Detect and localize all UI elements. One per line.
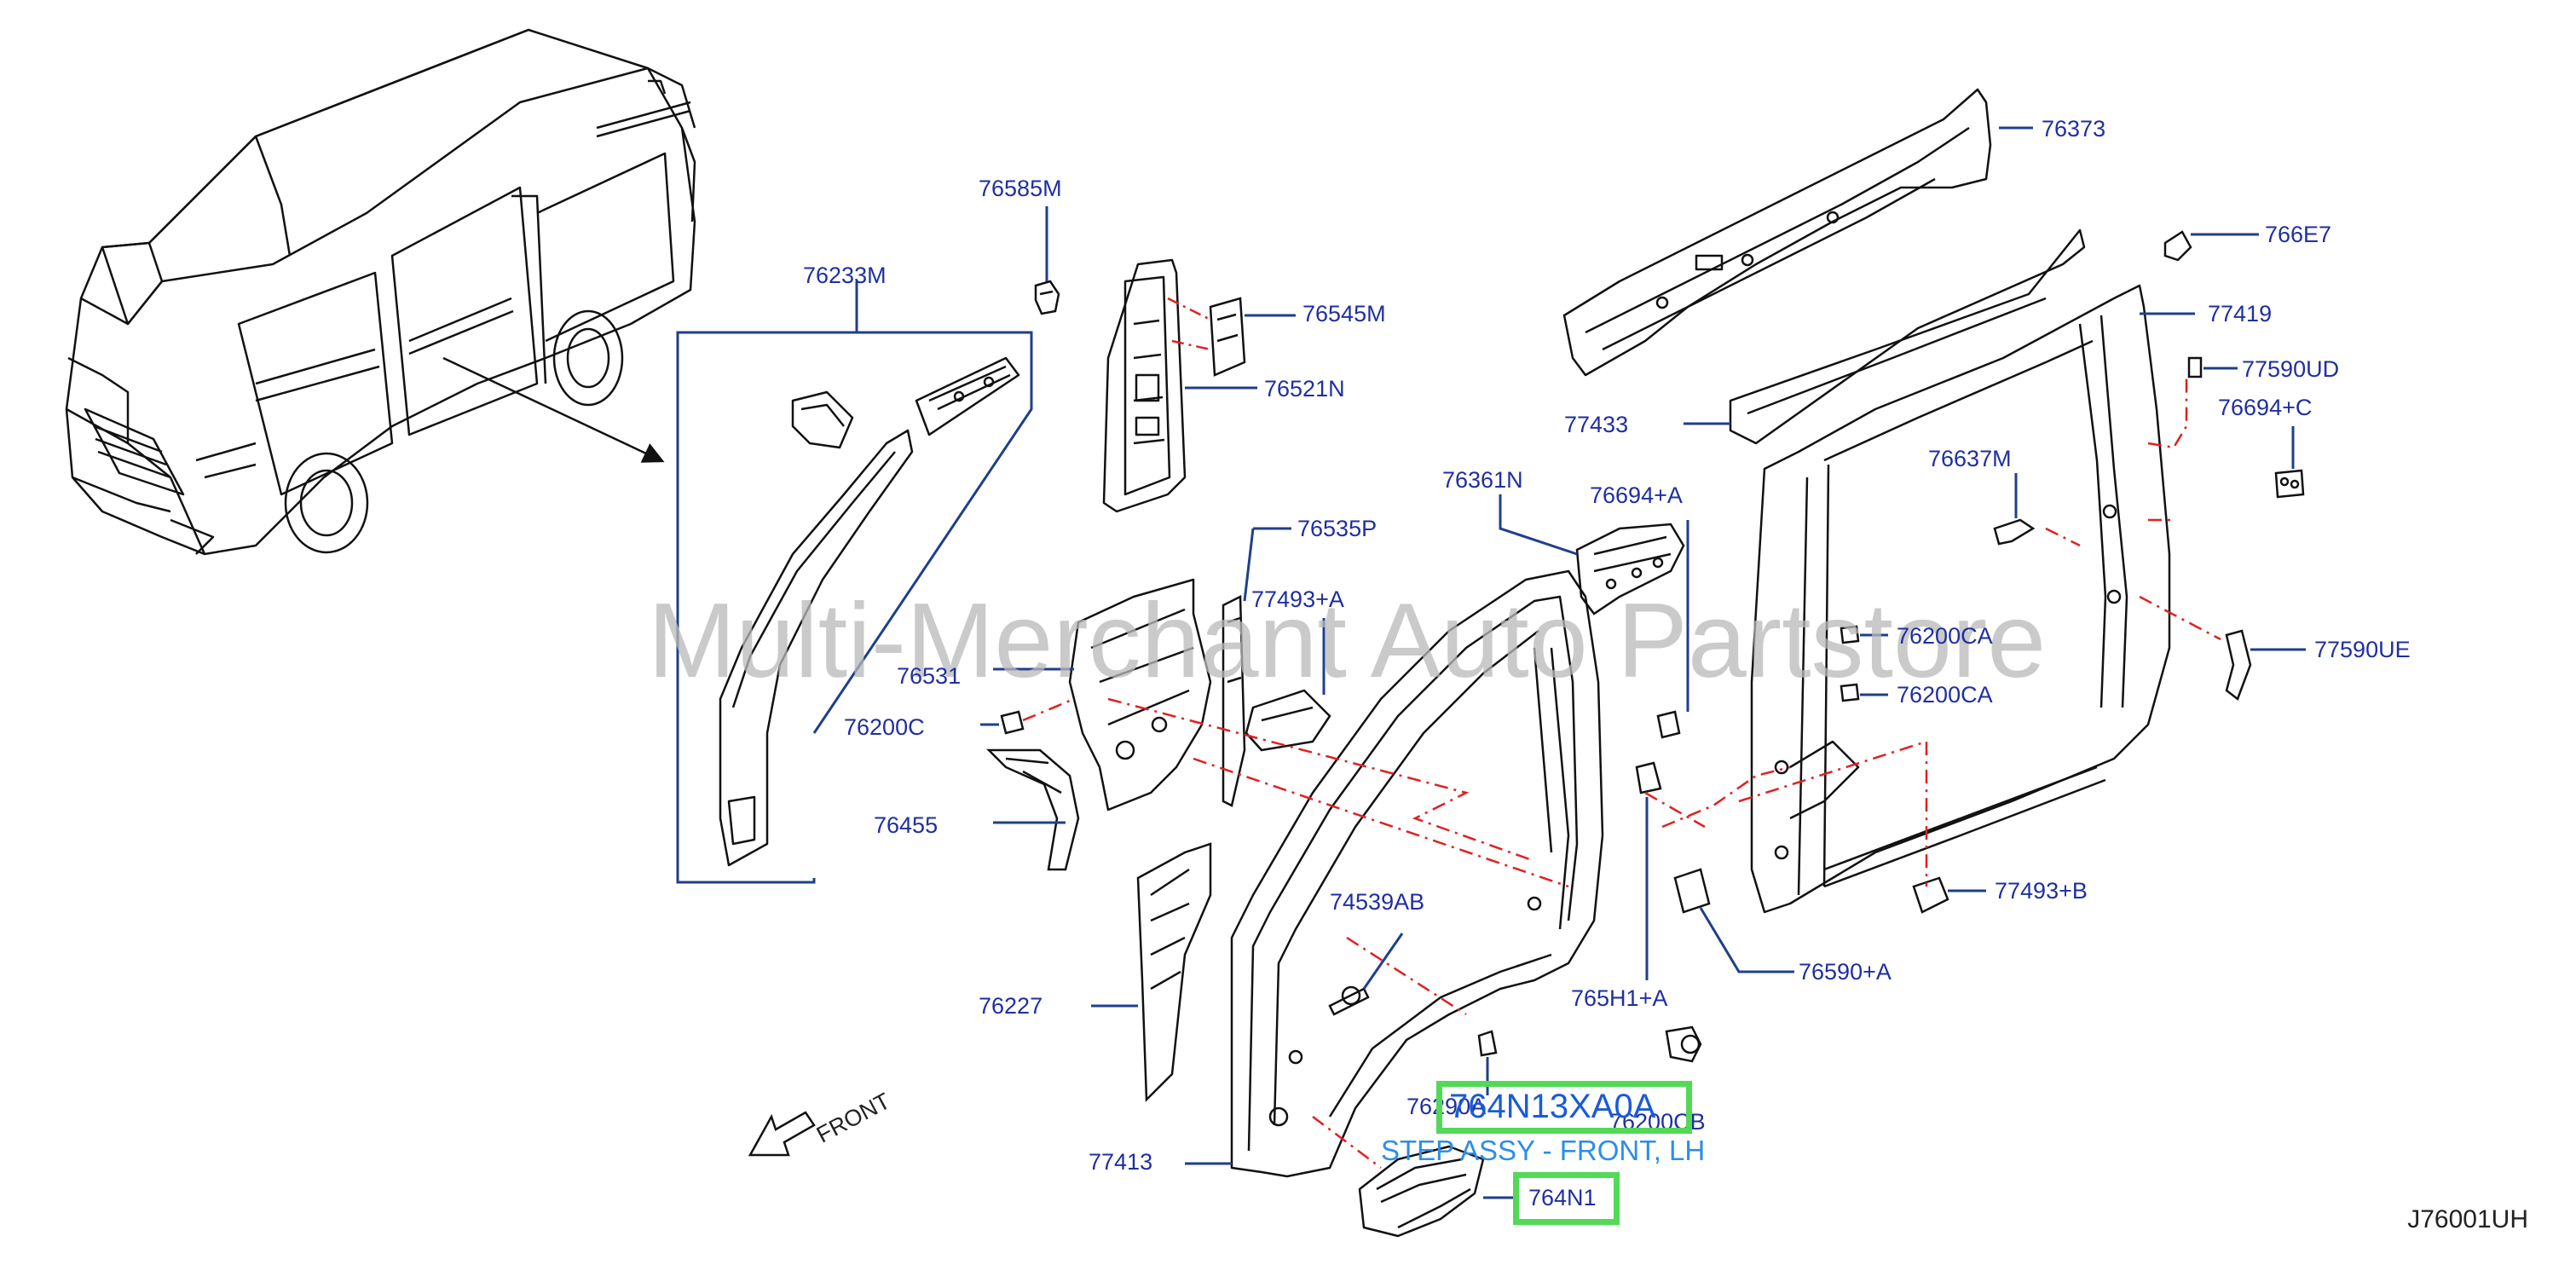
watermark: Multi-Merchant Auto Partstore <box>648 582 2047 700</box>
part-76290A <box>1477 1030 1498 1057</box>
label-76227[interactable]: 76227 <box>979 993 1043 1019</box>
label-74539AB[interactable]: 74539AB <box>1330 889 1425 915</box>
part-76590A <box>1673 868 1711 914</box>
highlight-box-part-number[interactable] <box>1436 1081 1692 1134</box>
part-76200CB <box>1665 1025 1702 1063</box>
front-direction-arrow <box>748 1111 816 1157</box>
van-pointer-arrow <box>442 356 665 463</box>
part-77590UE <box>2225 629 2252 702</box>
label-76545M[interactable]: 76545M <box>1302 301 1386 326</box>
group-box-76233M <box>676 281 1033 884</box>
label-77493B[interactable]: 77493+B <box>1995 878 2088 904</box>
label-76590A[interactable]: 76590+A <box>1799 959 1892 985</box>
label-76521N[interactable]: 76521N <box>1264 376 1345 401</box>
label-764N1[interactable]: 764N1 <box>1528 1185 1597 1210</box>
part-77433 <box>1729 228 2086 445</box>
label-76637M[interactable]: 76637M <box>1928 446 2012 471</box>
label-76233M[interactable]: 76233M <box>803 263 887 288</box>
part-76200CA-lower <box>1840 683 1860 702</box>
part-77419 <box>1750 284 2171 914</box>
label-76290A[interactable]: 76290A <box>1406 1094 1487 1119</box>
label-76585M[interactable]: 76585M <box>979 176 1062 201</box>
label-76694A[interactable]: 76694+A <box>1590 482 1683 508</box>
label-76455[interactable]: 76455 <box>874 812 939 838</box>
label-77493A[interactable]: 77493+A <box>1251 586 1344 612</box>
part-77493A <box>1245 689 1331 752</box>
part-76200C <box>980 710 1025 735</box>
label-77433[interactable]: 77433 <box>1564 412 1629 437</box>
part-76531 <box>1068 578 1212 812</box>
label-765H1A[interactable]: 765H1+A <box>1571 985 1668 1011</box>
label-77413[interactable]: 77413 <box>1089 1149 1153 1175</box>
part-76694C <box>2274 469 2305 499</box>
part-77493B <box>1912 876 1949 914</box>
part-77413 <box>1230 569 1604 1178</box>
part-77590UD <box>2187 356 2203 378</box>
part-74539AB <box>1328 985 1370 1016</box>
highlight-description: STEP ASSY - FRONT, LH <box>1381 1135 1706 1166</box>
part-764N1-step <box>1358 1145 1485 1238</box>
label-766E7[interactable]: 766E7 <box>2265 222 2332 247</box>
diagram-code: J76001UH <box>2407 1205 2528 1233</box>
part-76361N <box>1575 523 1685 615</box>
label-76531[interactable]: 76531 <box>897 663 962 689</box>
label-76373[interactable]: 76373 <box>2042 116 2106 142</box>
label-77419[interactable]: 77419 <box>2208 301 2273 326</box>
relation-lines <box>1022 375 2221 1169</box>
label-76200C[interactable]: 76200C <box>844 714 925 740</box>
label-77590UD[interactable]: 77590UD <box>2242 356 2340 382</box>
part-76200CA-upper <box>1840 625 1860 644</box>
part-765H1A <box>1635 761 1662 794</box>
part-76373 <box>1562 88 1992 377</box>
part-76585M <box>1034 280 1060 315</box>
part-76227 <box>1136 842 1212 1102</box>
van-illustration <box>65 28 696 556</box>
part-76233M <box>719 356 1020 867</box>
label-76694C[interactable]: 76694+C <box>2218 395 2313 420</box>
label-76535P[interactable]: 76535P <box>1297 516 1378 541</box>
part-76455 <box>985 748 1080 871</box>
label-76361N[interactable]: 76361N <box>1442 467 1523 493</box>
part-76694A <box>1656 710 1681 739</box>
part-766E7 <box>2163 230 2192 262</box>
highlight-box-callout[interactable] <box>1513 1172 1620 1225</box>
part-76637M <box>1993 518 2036 546</box>
label-76200CA-lower[interactable]: 76200CA <box>1897 682 1993 708</box>
highlight-part-number[interactable]: 764N13XA0A <box>1449 1088 1656 1125</box>
label-77590UE[interactable]: 77590UE <box>2314 637 2411 662</box>
part-76521N <box>1102 258 1187 513</box>
label-76200CA-upper[interactable]: 76200CA <box>1897 623 1993 649</box>
part-76545M <box>1209 297 1246 377</box>
